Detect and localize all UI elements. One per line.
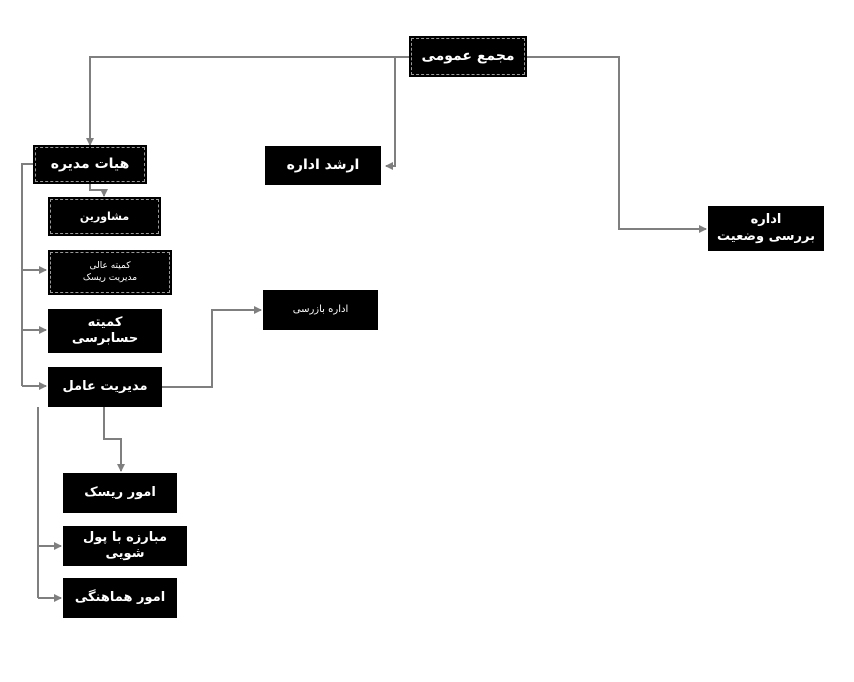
node-ceo: مدیریت عامل <box>48 367 162 407</box>
connector-board-advisors <box>89 184 108 197</box>
node-general-assembly: مجمع عمومی <box>409 36 527 77</box>
connector-board-trunk <box>21 163 33 386</box>
connector-ceo-inspection <box>162 306 262 388</box>
node-audit-committee: کمیته حسابرسی <box>48 309 162 353</box>
node-risk-committee: کمیته عالی مدیریت ریسک <box>48 250 172 295</box>
node-status-review: اداره بررسی وضعیت <box>708 206 824 251</box>
node-risk-affairs: امور ریسک <box>63 473 177 513</box>
node-board: هیات مدیره <box>33 145 147 184</box>
connector-ceo-risk <box>103 407 125 472</box>
node-coordination: امور هماهنگی <box>63 578 177 618</box>
connector-assembly-senior <box>385 57 396 170</box>
node-senior-management: ارشد اداره <box>265 146 381 185</box>
node-advisors: مشاورین <box>48 197 161 236</box>
node-inspection: اداره بازرسی <box>263 290 378 330</box>
node-aml: مبارزه با پول شویی <box>63 526 187 566</box>
connector-assembly-status <box>527 56 707 233</box>
connector-assembly-board <box>86 56 409 146</box>
